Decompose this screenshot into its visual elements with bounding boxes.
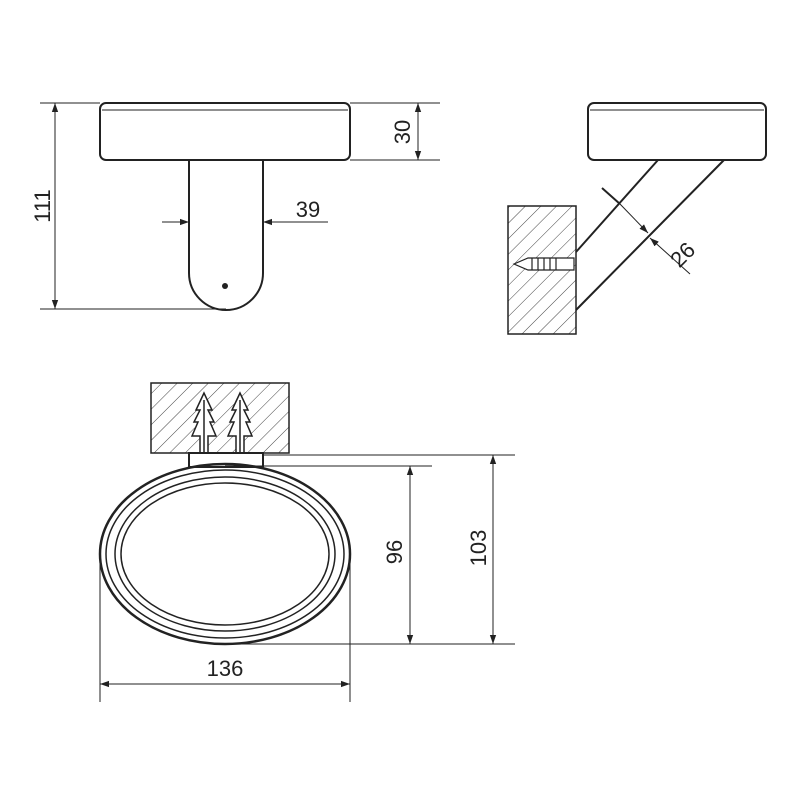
dim-103 [263,454,515,645]
dim-136 [99,554,351,702]
front-plate [99,102,351,161]
side-bracket [575,159,725,311]
dim-26-label: 26 [665,237,700,272]
dim-136-label: 136 [207,656,244,681]
wall-section-top [150,382,290,454]
dim-30-label: 30 [390,120,415,144]
dim-39-label: 39 [296,197,320,222]
soap-ring [98,462,352,646]
dim-30 [350,102,440,161]
side-view [507,102,767,335]
screw-side [512,257,575,271]
mount-base [188,452,264,468]
screw-hole [222,283,228,289]
top-view [98,382,352,646]
front-view [99,102,351,311]
dim-111 [40,102,226,310]
front-stem [188,160,264,311]
dim-103-label: 103 [466,530,491,567]
side-plate [587,102,767,161]
dim-96-label: 96 [382,540,407,564]
dim-111-label: 111 [30,189,55,222]
dim-26 [601,187,691,275]
